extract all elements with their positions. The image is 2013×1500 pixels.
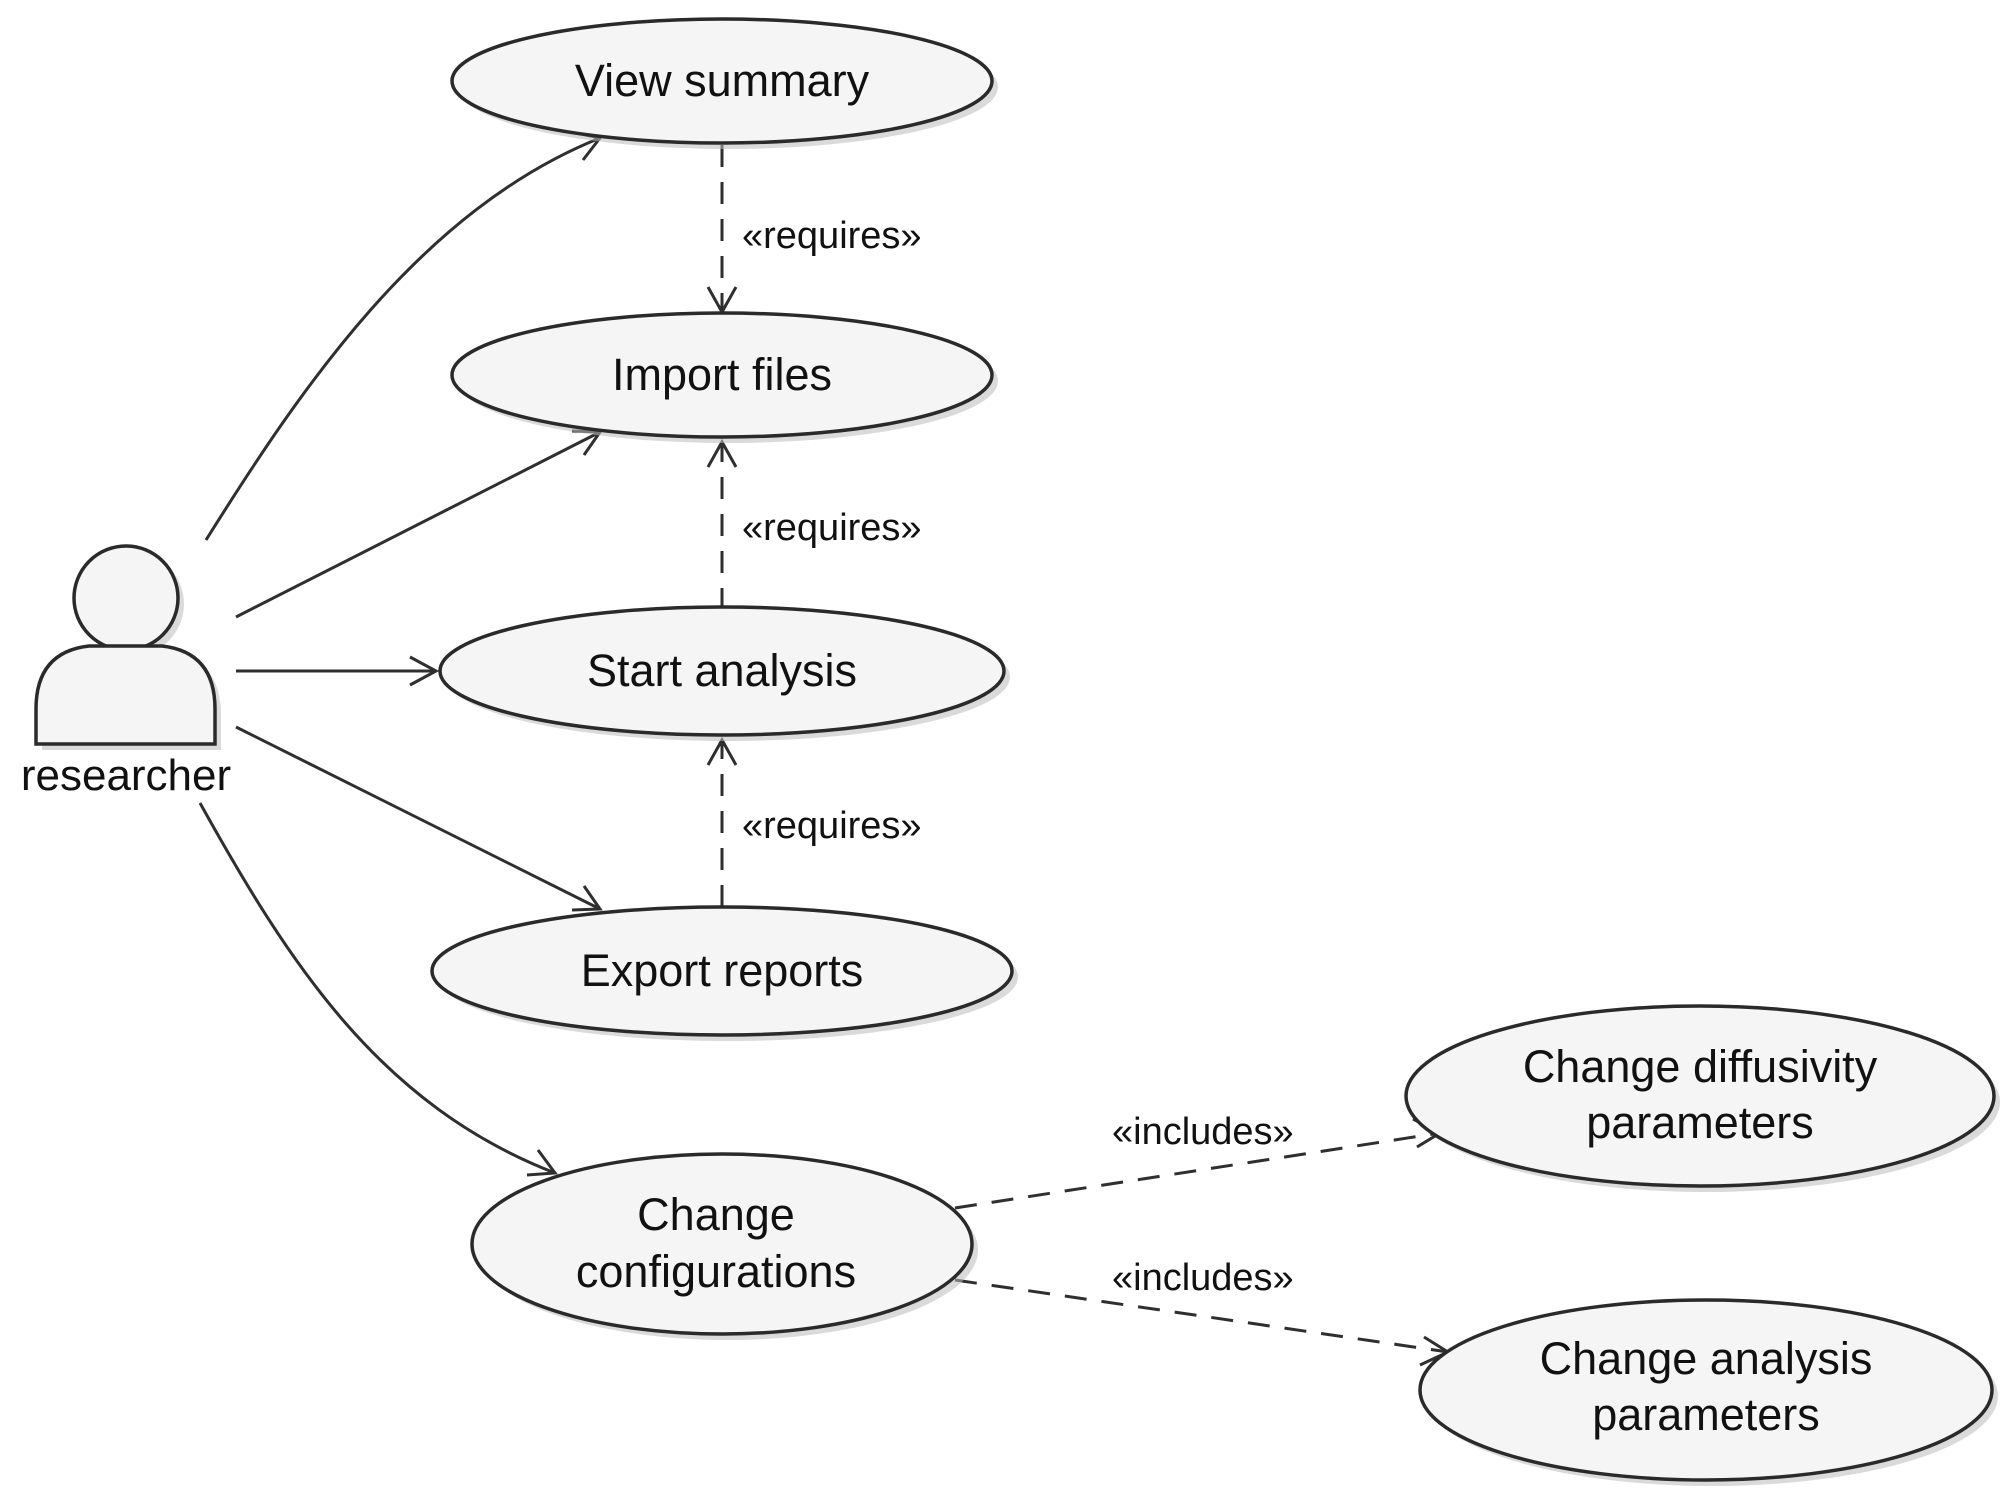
use-case-change-analysis-parameters[interactable]: Change analysis parameters — [1418, 1298, 1998, 1486]
use-case-label: configurations — [576, 1246, 856, 1297]
use-case-change-diffusivity-parameters[interactable]: Change diffusivity parameters — [1404, 1004, 2000, 1192]
association-export-reports — [235, 725, 601, 911]
use-case-change-configurations[interactable]: Change configurations — [470, 1152, 978, 1340]
association-view-summary — [204, 136, 601, 541]
use-case-label: Start analysis — [587, 645, 857, 696]
dependency-config-to-diffusivity — [954, 1131, 1441, 1210]
use-case-label: Change — [637, 1189, 795, 1240]
includes-label-1: «includes» — [1112, 1111, 1294, 1153]
association-start-analysis-arrowhead — [409, 655, 440, 687]
actor-body-icon — [34, 644, 217, 746]
use-case-label: parameters — [1592, 1389, 1820, 1440]
use-case-label: Import files — [612, 349, 832, 400]
use-case-label: View summary — [575, 55, 870, 106]
association-import-files — [235, 430, 601, 619]
requires-label-1: «requires» — [742, 215, 922, 257]
use-case-label: Export reports — [581, 945, 864, 996]
dependency-config-to-analysis — [954, 1278, 1449, 1354]
association-change-configurations — [198, 802, 556, 1175]
actor-head-icon — [72, 544, 180, 652]
actor-label: researcher — [21, 751, 231, 800]
use-case-label: Change diffusivity — [1523, 1041, 1878, 1092]
use-case-start-analysis[interactable]: Start analysis — [438, 605, 1010, 741]
requires-label-2: «requires» — [742, 507, 922, 549]
association-change-configurations-arrowhead — [526, 1149, 558, 1177]
actor-researcher[interactable]: researcher — [21, 544, 231, 800]
association-export-reports-arrowhead — [571, 885, 603, 912]
use-case-import-files[interactable]: Import files — [450, 311, 998, 443]
use-case-export-reports[interactable]: Export reports — [430, 905, 1018, 1041]
requires-label-3: «requires» — [742, 805, 922, 847]
use-case-label: Change analysis — [1540, 1333, 1873, 1384]
includes-label-2: «includes» — [1112, 1257, 1294, 1299]
use-case-view-summary[interactable]: View summary — [450, 17, 998, 149]
use-case-label: parameters — [1586, 1097, 1814, 1148]
